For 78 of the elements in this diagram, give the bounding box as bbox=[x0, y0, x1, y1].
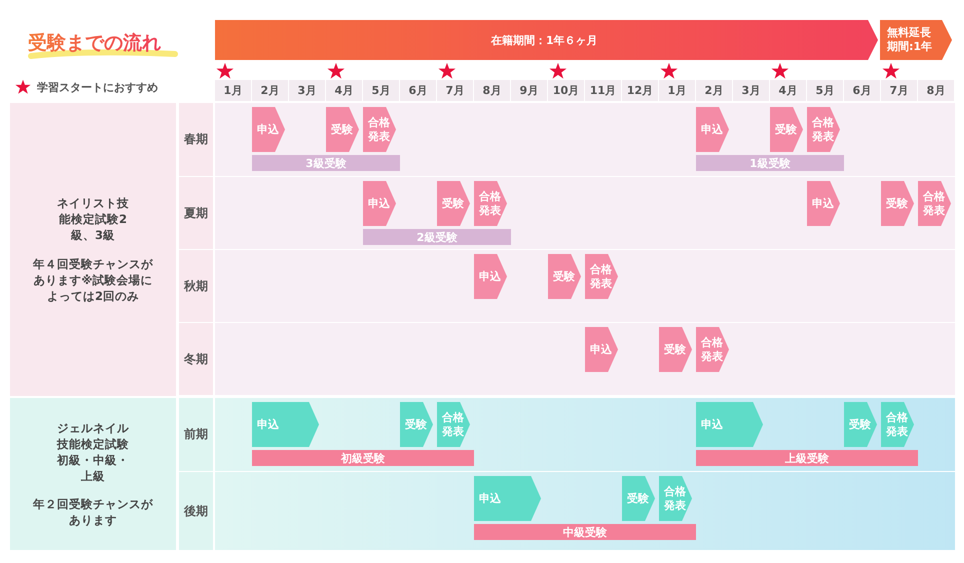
bar-label: 上級受験 bbox=[785, 450, 829, 466]
step-label: 申込 bbox=[368, 196, 391, 210]
month-header: 3月 bbox=[289, 80, 325, 101]
step-label: 受験 bbox=[775, 122, 798, 136]
group-note: 年４回受験チャンスがあります※試験会場によっては2回のみ bbox=[32, 256, 154, 304]
season-label: 前期 bbox=[184, 426, 208, 443]
step-label: 受験 bbox=[331, 122, 354, 136]
step-label: 申込 bbox=[701, 122, 724, 136]
season-label: 夏期 bbox=[184, 204, 208, 222]
step-label: 受験 bbox=[553, 270, 576, 284]
period-text: 無料延長期間:1年 bbox=[887, 26, 934, 54]
step-label: 受験 bbox=[664, 342, 687, 356]
step-label: 申込 bbox=[257, 122, 280, 136]
step-label: 申込 bbox=[479, 492, 502, 506]
month-header: 1月 bbox=[215, 80, 251, 101]
chevron-step bbox=[696, 402, 763, 447]
month-header: 1月 bbox=[659, 80, 695, 101]
month-header: 8月 bbox=[474, 80, 510, 101]
exam-bar bbox=[696, 155, 844, 171]
step-label: 合格発表 bbox=[368, 116, 391, 143]
step-label: 申込 bbox=[590, 342, 613, 356]
step-label: 受験 bbox=[849, 418, 872, 432]
month-header: 12月 bbox=[622, 80, 658, 101]
month-header: 7月 bbox=[437, 80, 473, 101]
legend-text: 学習スタートにおすすめ bbox=[37, 80, 158, 95]
step-label: 申込 bbox=[257, 418, 280, 432]
month-header: 6月 bbox=[844, 80, 880, 101]
step-label: 受験 bbox=[627, 492, 650, 506]
bar-label: 3級受験 bbox=[306, 156, 346, 170]
step-label: 受験 bbox=[886, 196, 909, 210]
step-label: 申込 bbox=[701, 418, 724, 432]
season-label: 秋期 bbox=[184, 278, 208, 294]
step-label: 合格発表 bbox=[442, 411, 465, 438]
month-header: 9月 bbox=[511, 80, 547, 101]
group-note: 年２回受験チャンスがあります bbox=[32, 496, 154, 528]
step-label: 合格発表 bbox=[701, 336, 724, 363]
exam-bar bbox=[252, 450, 474, 466]
season-cell bbox=[179, 472, 213, 550]
exam-bar bbox=[252, 155, 400, 171]
month-header: 4月 bbox=[326, 80, 362, 101]
season-cell bbox=[179, 398, 213, 471]
step-label: 合格発表 bbox=[886, 411, 909, 438]
step-label: 申込 bbox=[812, 196, 835, 210]
bar-label: 1級受験 bbox=[750, 156, 790, 170]
step-label: 合格発表 bbox=[664, 485, 687, 512]
season-label: 冬期 bbox=[184, 350, 208, 368]
month-header: 2月 bbox=[696, 80, 732, 101]
bar-label: 2級受験 bbox=[416, 230, 458, 244]
step-label: 合格発表 bbox=[923, 190, 946, 217]
step-label: 申込 bbox=[479, 270, 502, 284]
month-header: 4月 bbox=[770, 80, 806, 101]
exam-bar bbox=[696, 450, 918, 466]
month-header: 2月 bbox=[252, 80, 288, 101]
month-header: 5月 bbox=[363, 80, 399, 101]
period-text: 在籍期間：1年６ヶ月 bbox=[491, 32, 598, 48]
exam-bar bbox=[474, 524, 696, 540]
step-label: 合格発表 bbox=[590, 263, 613, 290]
month-header: 7月 bbox=[881, 80, 917, 101]
chevron-step bbox=[252, 402, 319, 447]
step-label: 受験 bbox=[405, 418, 428, 432]
month-header: 3月 bbox=[733, 80, 769, 101]
exam-group-panel bbox=[10, 398, 176, 550]
group-heading: ジェルネイル技能検定試験初級・中級・上級 bbox=[56, 420, 130, 484]
exam-bar bbox=[363, 229, 511, 245]
season-label: 春期 bbox=[184, 131, 208, 148]
step-label: 受験 bbox=[442, 196, 465, 210]
month-header: 10月 bbox=[548, 80, 584, 101]
bar-label: 中級受験 bbox=[563, 524, 607, 540]
step-label: 合格発表 bbox=[812, 116, 835, 143]
season-label: 後期 bbox=[184, 502, 208, 520]
month-header: 11月 bbox=[585, 80, 621, 101]
chevron-step bbox=[474, 476, 541, 521]
month-header: 5月 bbox=[807, 80, 843, 101]
group-heading: ネイリスト技能検定試験2級、3級 bbox=[56, 195, 130, 244]
step-label: 合格発表 bbox=[479, 190, 502, 217]
month-header: 6月 bbox=[400, 80, 436, 101]
month-header: 8月 bbox=[918, 80, 954, 101]
bar-label: 初級受験 bbox=[341, 450, 385, 466]
